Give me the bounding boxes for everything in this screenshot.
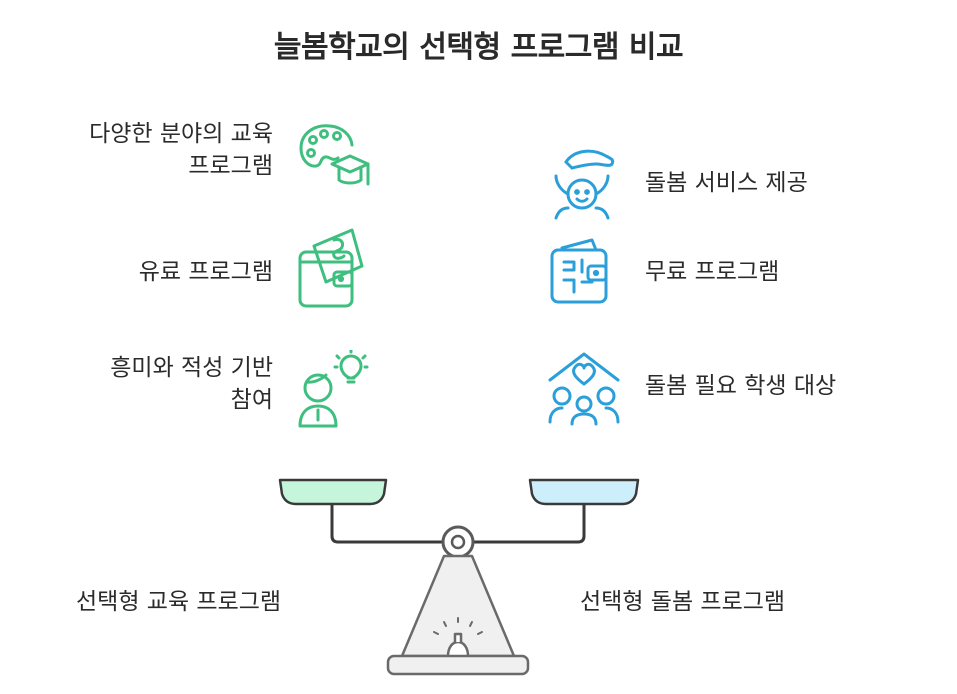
- wallet-money-icon: [296, 222, 370, 312]
- person-lightbulb-icon: [296, 350, 370, 430]
- house-family-heart-icon: [546, 350, 622, 426]
- left-item-2-label: 유료 프로그램: [138, 259, 273, 285]
- right-item-1-label: 돌봄 서비스 제공: [645, 170, 808, 196]
- hand-child-care-icon: [546, 146, 620, 222]
- palette-graduation-cap-icon: [296, 120, 372, 194]
- right-item-2-label: 무료 프로그램: [645, 259, 780, 285]
- left-item-1-label: 다양한 분야의 교육 프로그램: [89, 121, 273, 179]
- right-bottom-label: 선택형 돌봄 프로그램: [580, 589, 786, 615]
- balance-scale: [270, 470, 650, 690]
- free-wallet-icon: [548, 236, 620, 306]
- right-pan: [528, 478, 640, 506]
- right-item-3-label: 돌봄 필요 학생 대상: [645, 373, 837, 399]
- scale-beam: [330, 502, 444, 544]
- scale-base: [386, 654, 530, 676]
- left-bottom-label: 선택형 교육 프로그램: [76, 589, 282, 615]
- left-item-3-label: 흥미와 적성 기반 참여: [110, 355, 273, 413]
- page-title: 늘봄학교의 선택형 프로그램 비교: [273, 30, 684, 65]
- left-pan: [278, 478, 388, 506]
